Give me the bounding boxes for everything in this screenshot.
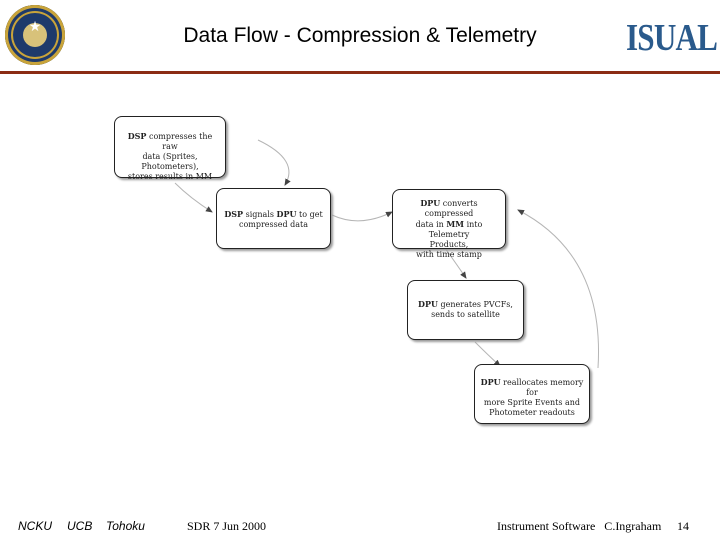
box-text-line: data in MM into Telemetry — [415, 219, 483, 239]
arrow-signal-return — [174, 182, 213, 213]
isual-logo: ISUAL — [626, 17, 718, 59]
header-rule — [0, 71, 720, 74]
arrow-signal-to-convert — [331, 211, 393, 222]
footer-ucb: UCB — [67, 519, 93, 533]
footer-author: Instrument Software C.Ingraham — [497, 519, 662, 533]
footer-ncku: NCKU — [18, 519, 53, 533]
arrow-dsp-compress-to-signal — [257, 139, 291, 186]
box-text-line: compressed data — [238, 220, 309, 229]
box-text-line: data (Sprites, Photometers), — [141, 152, 199, 171]
box-text-line: DPU reallocates memory for — [480, 377, 584, 397]
box-text-line: DPU generates PVCFs, — [418, 299, 513, 309]
arrow-pvcf-to-reallocate — [474, 341, 501, 367]
footer-meeting: SDR 7 Jun 2000 — [187, 519, 267, 533]
footer-tohoku: Tohoku — [106, 519, 145, 533]
box-text-line: more Sprite Events and — [483, 398, 581, 407]
seal-star-icon: ★ — [28, 19, 42, 35]
box-text-line: stores results in MM — [127, 172, 213, 181]
box-text-line: Products, — [429, 240, 469, 249]
box-text-line: DSP compresses the raw — [127, 131, 213, 151]
box-text-line: Photometer readouts — [489, 408, 575, 417]
box-text-line: with time stamp — [416, 250, 482, 259]
seal-emblem — [23, 23, 47, 47]
arrow-convert-to-pvcf — [444, 247, 467, 279]
slide-title: Data Flow - Compression & Telemetry — [183, 24, 537, 47]
footer-page-number: 14 — [677, 519, 689, 533]
arrow-reallocate-to-convert — [517, 209, 600, 369]
box-text-line: DSP signals DPU to get — [224, 209, 323, 219]
university-seal: ★ — [5, 5, 65, 65]
dpu-pvcf-box: DPU generates PVCFs,sends to satellite — [407, 280, 524, 340]
box-text-line: DPU converts compressed — [420, 198, 478, 218]
box-text-line: sends to satellite — [431, 310, 500, 319]
